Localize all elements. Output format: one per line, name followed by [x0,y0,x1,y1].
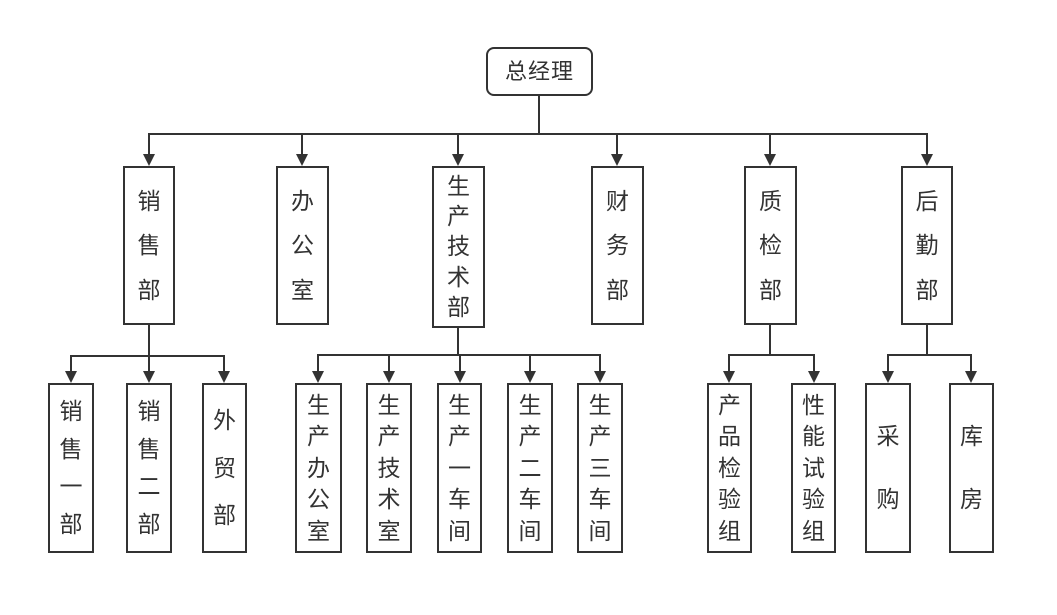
node-label-char: 生 [448,391,471,418]
node-label-char: 部 [915,276,939,303]
node-label-char: 部 [213,501,236,528]
node-label-char: 产 [447,203,470,230]
node-label-char: 生 [307,391,330,418]
node-label-char: 二 [137,473,161,500]
node-purchasing[interactable]: 采购 [865,383,911,553]
node-workshop-3[interactable]: 生产三车间 [577,383,623,553]
node-label-char: 检 [759,232,782,258]
node-label-char: 检 [718,454,741,481]
node-office[interactable]: 办公室 [276,166,329,325]
node-label-char: 生 [377,391,401,418]
node-production-tech-room[interactable]: 生产技术室 [366,383,412,553]
node-label-char: 一 [448,454,471,481]
node-workshop-2[interactable]: 生产二车间 [507,383,553,553]
node-label-char: 产 [448,423,471,449]
node-finance-dept[interactable]: 财务部 [591,166,644,325]
node-label-char: 间 [448,517,471,544]
node-label-char: 部 [759,276,782,303]
node-label-char: 组 [718,517,741,544]
connector-root-drops [148,134,928,156]
node-label-char: 试 [802,454,825,481]
node-quality-inspection-dept[interactable]: 质检部 [744,166,797,325]
node-label-char: 生 [447,173,470,200]
node-label-char: 质 [759,187,782,214]
node-label-char: 部 [606,276,629,303]
node-label-char: 部 [447,293,470,320]
node-label-char: 销 [137,397,161,424]
node-label-char: 性 [802,391,825,418]
node-label-char: 房 [960,486,983,512]
connector-quality-bus [728,325,815,373]
node-label-char: 车 [518,486,542,512]
node-label-char: 产 [588,423,612,449]
node-label-char: 务 [606,232,629,258]
node-production-tech-dept[interactable]: 生产技术部 [432,166,485,328]
node-label-char: 室 [291,276,314,303]
node-performance-test-group[interactable]: 性能试验组 [791,383,836,553]
node-foreign-trade-dept[interactable]: 外贸部 [202,383,247,553]
node-sales-dept[interactable]: 销售部 [123,166,175,325]
node-label-char: 验 [718,486,741,512]
connector-root-bus [148,96,928,135]
node-label-char: 技 [447,233,470,260]
node-workshop-1[interactable]: 生产一车间 [437,383,482,553]
node-label-char: 二 [518,454,542,481]
node-label-char: 能 [802,423,825,449]
node-label-char: 室 [307,517,330,544]
node-label-char: 售 [137,232,161,258]
node-label-char: 部 [137,511,161,538]
node-label-char: 车 [448,486,471,512]
node-label-char: 生 [588,391,612,418]
node-label-char: 部 [59,511,83,538]
node-label-char: 验 [802,486,825,512]
node-label-char: 公 [291,232,314,258]
node-label-char: 产 [718,391,741,418]
node-label-char: 售 [59,435,83,462]
node-label-char: 销 [59,397,83,424]
node-label-char: 产 [518,423,542,449]
node-label-char: 三 [588,454,612,481]
node-label-char: 室 [377,517,401,544]
connector-production-bus [317,328,601,373]
node-label-char: 财 [606,187,629,214]
node-label-char: 后 [915,187,939,214]
node-logistics-dept[interactable]: 后勤部 [901,166,953,325]
node-label-char: 采 [876,423,900,449]
node-sales-division-1[interactable]: 销售一部 [48,383,94,553]
node-label-char: 销 [137,187,161,214]
node-label-char: 办 [291,187,314,214]
node-label-char: 购 [876,486,900,512]
node-label-char: 产 [307,423,330,449]
node-label-char: 贸 [213,454,236,481]
node-label-char: 一 [59,473,83,500]
node-label-char: 间 [518,517,542,544]
node-label-char: 外 [213,407,236,434]
node-production-office[interactable]: 生产办公室 [295,383,342,553]
node-label-char: 车 [588,486,612,512]
node-label-char: 售 [137,435,161,462]
node-label-char: 公 [307,486,330,512]
node-label-char: 组 [802,517,825,544]
node-label-char: 术 [447,263,470,290]
connector-logistics-bus [887,325,972,373]
connector-sales-bus [70,325,225,373]
node-label-char: 办 [307,454,330,481]
node-sales-division-2[interactable]: 销售二部 [126,383,172,553]
arrowheads [65,154,977,383]
node-label-char: 勤 [915,232,939,258]
node-label-char: 品 [718,423,741,449]
node-label-char: 生 [518,391,542,418]
node-label-char: 技 [377,454,401,481]
node-label-char: 间 [588,517,612,544]
node-warehouse[interactable]: 库房 [949,383,994,553]
node-label-char: 库 [960,423,983,449]
node-label-char: 产 [377,423,401,449]
node-label-char: 部 [137,276,161,303]
node-product-inspection-group[interactable]: 产品检验组 [707,383,752,553]
node-label-char: 术 [377,486,401,512]
node-general-manager[interactable]: 总经理 [486,47,593,96]
